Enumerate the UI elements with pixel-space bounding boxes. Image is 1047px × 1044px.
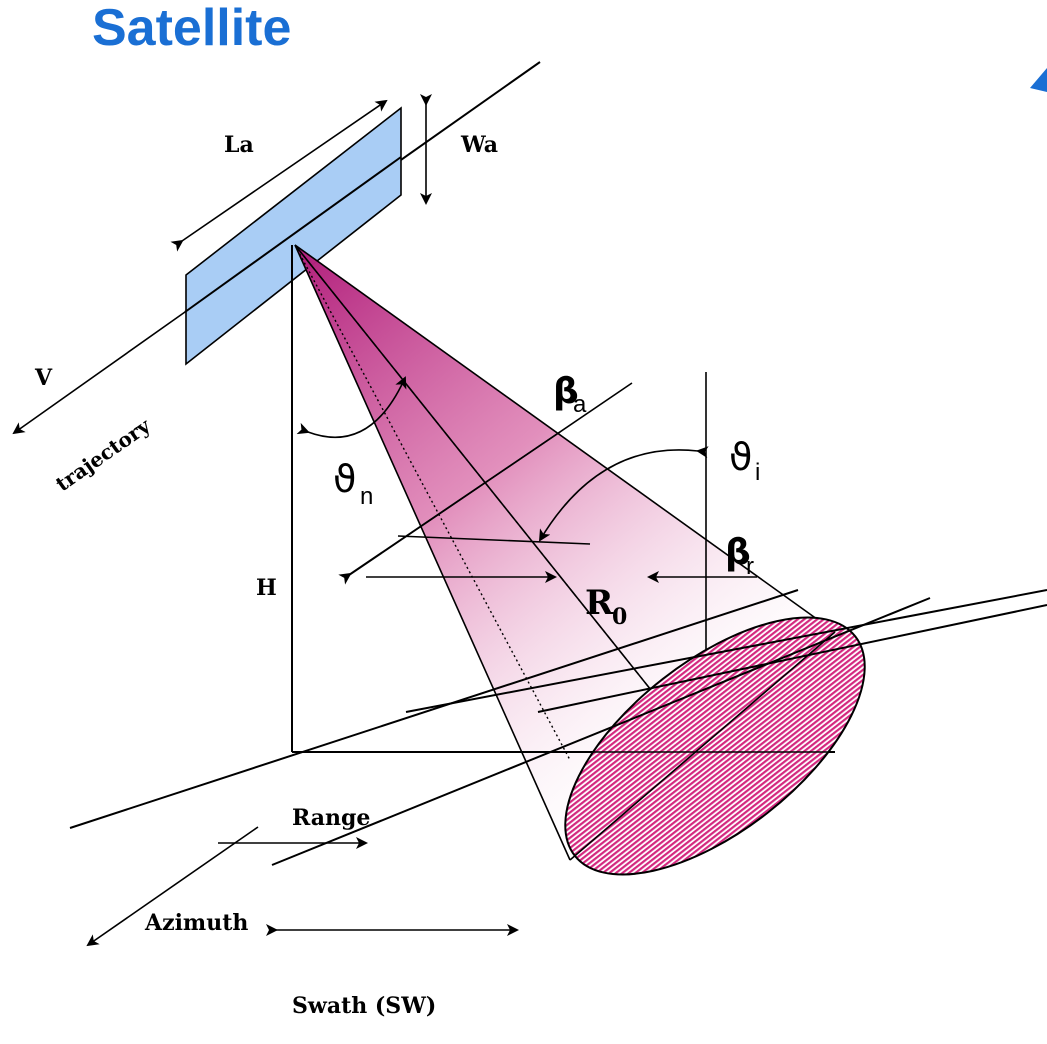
label-beta-a: β [553,371,579,412]
theta-n-arc [296,376,407,439]
label-trajectory: trajectory [51,413,156,496]
theta-i-arc [538,446,709,542]
corner-logo-shape [1030,68,1047,92]
label-theta-i-sub: i [755,459,760,486]
label-swath: Swath (SW) [292,993,436,1019]
label-beta-r-sub: r [746,553,754,580]
boresight-line [294,244,708,761]
label-v: V [34,365,53,391]
label-beta-a-sub: a [573,391,587,418]
diagram-title: Satellite [92,0,292,57]
label-theta-i: ϑ [729,435,753,479]
label-azimuth: Azimuth [144,910,248,936]
la-arrow [170,99,388,252]
label-theta-n-sub: n [360,483,373,510]
label-wa: Wa [460,132,498,158]
trajectory-arrow [12,311,186,435]
label-r0: R [585,583,614,623]
label-beta-r: β [725,532,751,573]
azimuth-arrow [86,826,259,947]
label-theta-n: ϑ [333,457,357,501]
label-h: H [256,575,277,601]
label-r0-sub: 0 [612,604,627,630]
label-range: Range [292,805,370,831]
label-la: La [224,132,254,158]
